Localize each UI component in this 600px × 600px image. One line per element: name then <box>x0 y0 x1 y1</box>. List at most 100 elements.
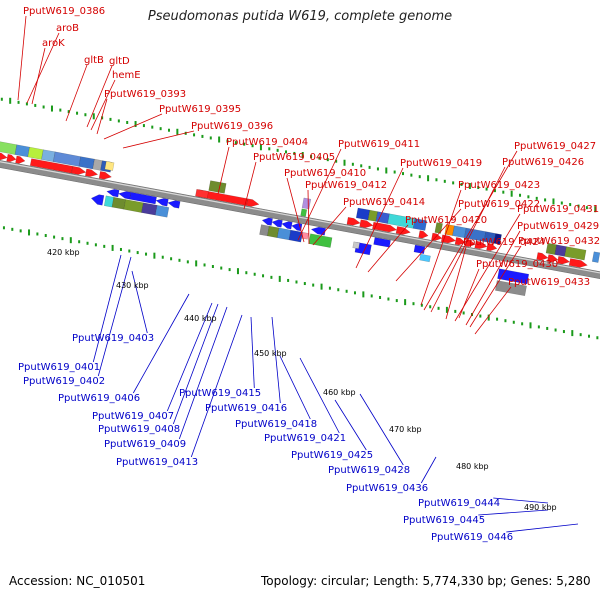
forward-leader-line <box>423 150 518 311</box>
tick-mark <box>460 182 463 186</box>
tick-mark <box>42 105 45 109</box>
forward-gene-arrow <box>98 171 113 180</box>
tick-mark <box>594 206 597 213</box>
reverse-leader-line <box>92 254 122 363</box>
reverse-leader-line <box>190 314 243 458</box>
tick-mark <box>276 148 279 152</box>
reverse-leader-line <box>97 256 132 377</box>
forward-gene-label: PputW619_0386 <box>23 6 105 17</box>
tick-mark <box>161 255 164 259</box>
forward-gene-label: PputW619_0396 <box>191 121 273 132</box>
tick-mark <box>17 100 20 104</box>
reverse-gene-block <box>141 202 158 216</box>
tick-mark <box>101 116 104 120</box>
forward-gene-arrow <box>71 166 87 175</box>
tick-mark <box>379 295 382 299</box>
tick-mark <box>418 175 421 179</box>
forward-gene-block <box>355 207 371 221</box>
forward-leader-line <box>458 268 480 319</box>
tick-mark <box>86 241 89 245</box>
tick-mark <box>335 159 338 163</box>
tick-mark <box>487 314 490 321</box>
reverse-leader-line <box>271 316 281 404</box>
backbone-highlight <box>0 161 600 274</box>
tick-mark <box>454 309 457 313</box>
tick-mark <box>253 272 256 276</box>
tick-mark <box>211 265 214 269</box>
tick-mark <box>2 226 5 230</box>
tick-mark <box>552 198 555 205</box>
tick-mark <box>328 286 331 290</box>
tick-mark <box>134 121 137 128</box>
reverse-leader-line <box>334 399 367 451</box>
tick-mark <box>560 201 563 205</box>
tick-mark <box>310 155 313 159</box>
tick-mark <box>11 227 14 231</box>
forward-gene-label: PputW619_0427 <box>514 141 596 152</box>
forward-gene-arrow <box>568 258 588 268</box>
tick-mark <box>496 317 499 321</box>
forward-leader-line <box>367 224 409 273</box>
forward-gene-block <box>564 246 587 261</box>
tick-mark <box>268 147 271 151</box>
tick-mark <box>303 282 306 286</box>
tick-mark <box>228 268 231 272</box>
reverse-leader-line <box>493 497 549 504</box>
forward-gene-arrow <box>474 240 488 250</box>
reverse-leader-line <box>250 316 255 389</box>
reverse-leader-line <box>359 393 404 466</box>
tick-mark <box>477 186 480 190</box>
forward-gene-block <box>195 189 209 199</box>
forward-gene-label: PputW619_0431 <box>517 204 599 215</box>
tick-mark <box>195 260 198 267</box>
reverse-leader-line <box>166 302 213 412</box>
tick-mark <box>510 190 513 197</box>
tick-mark <box>301 152 304 158</box>
tick-mark <box>178 258 181 262</box>
forward-leader-line <box>96 98 108 135</box>
reverse-gene-label: PputW619_0403 <box>72 333 154 344</box>
tick-mark <box>585 206 588 210</box>
reverse-gene-block <box>419 253 431 263</box>
tick-mark <box>420 303 423 307</box>
tick-mark <box>485 187 488 191</box>
tick-mark <box>571 330 574 337</box>
forward-gene-label: PputW619_0411 <box>338 139 420 150</box>
tick-mark <box>103 244 106 248</box>
tick-mark <box>59 108 62 112</box>
tick-mark <box>535 196 538 200</box>
tick-mark <box>50 105 53 112</box>
tick-mark <box>462 311 465 315</box>
tick-mark <box>126 120 129 124</box>
tick-mark <box>452 181 455 185</box>
forward-gene-label: PputW619_0429 <box>517 221 599 232</box>
tick-mark <box>479 314 482 318</box>
tick-mark <box>209 136 212 140</box>
forward-leader-line <box>430 166 506 313</box>
tick-mark <box>159 127 162 131</box>
reverse-gene-block <box>155 205 170 218</box>
tick-mark <box>151 125 154 129</box>
forward-gene-label: PputW619_0410 <box>284 168 366 179</box>
tick-mark <box>387 297 390 301</box>
tick-mark <box>493 189 496 193</box>
tick-mark <box>395 299 398 303</box>
tick-mark <box>84 113 87 117</box>
tick-mark <box>0 97 3 101</box>
reverse-leader-line <box>299 357 340 434</box>
reverse-leader-line <box>131 270 148 334</box>
reverse-leader-line <box>478 509 549 516</box>
forward-leader-line <box>474 286 512 335</box>
kbp-label: 480 kbp <box>456 462 489 471</box>
forward-gene-arrow <box>359 219 374 228</box>
reverse-gene-block <box>267 225 280 238</box>
tick-mark <box>318 156 321 160</box>
tick-mark <box>435 178 438 182</box>
forward-leader-line <box>355 167 404 269</box>
tick-mark <box>537 325 540 329</box>
forward-gene-label: PputW619_0430 <box>476 259 558 270</box>
reverse-gene-arrow <box>90 194 105 206</box>
tick-mark <box>429 305 432 309</box>
tick-mark <box>368 165 371 169</box>
